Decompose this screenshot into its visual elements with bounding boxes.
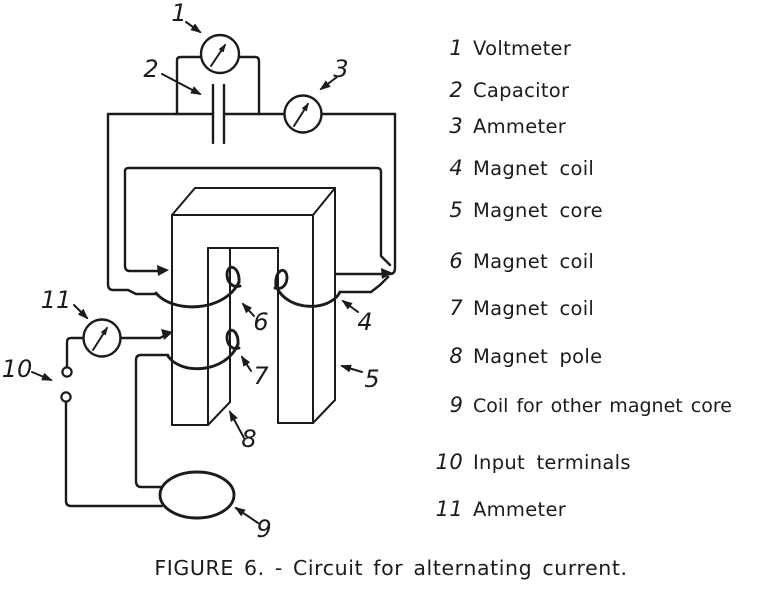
arrow-7 xyxy=(240,355,252,372)
callout-magnet-coil7: 7 xyxy=(253,362,269,390)
coil6-turn xyxy=(154,280,241,309)
core-top-right-diagonal xyxy=(312,187,336,216)
callout-ammeter3: 3 xyxy=(333,55,348,83)
coil9-other-core-coil xyxy=(158,470,236,520)
ammeter3-needle-icon xyxy=(293,102,309,127)
callout-magnet-core5: 5 xyxy=(364,365,379,393)
coil4-hook xyxy=(273,268,289,290)
callout-arrows xyxy=(31,21,363,524)
arrow-9 xyxy=(234,506,259,524)
magnet-coils xyxy=(154,265,342,520)
terminal-upper-icon xyxy=(61,366,73,378)
coil4-turn xyxy=(274,284,342,308)
callout-coil9: 9 xyxy=(256,515,271,543)
right-pole-bottom-diagonal xyxy=(312,399,336,424)
arrow-11 xyxy=(73,304,89,320)
ammeter11-needle-icon xyxy=(92,326,108,351)
core-top-back-edge xyxy=(171,187,336,216)
arrow-6 xyxy=(241,302,255,317)
arrow-2 xyxy=(161,73,202,95)
callout-ammeter11: 11 xyxy=(41,286,72,314)
magnet-core-shape xyxy=(171,187,336,426)
coil7-hook xyxy=(225,328,241,350)
coil7-turn xyxy=(166,342,240,371)
callout-numerals: 1 2 3 4 5 6 7 8 9 10 11 xyxy=(2,0,380,543)
wire-coil7-to-coil9 xyxy=(134,353,170,489)
input-terminals xyxy=(60,366,73,403)
callout-magnet-coil6: 6 xyxy=(253,308,268,336)
meter-needles xyxy=(92,43,309,351)
wire-inner-loop xyxy=(123,166,392,267)
arrow-5 xyxy=(340,364,363,373)
arrow-3 xyxy=(319,76,338,91)
meters xyxy=(82,33,323,358)
arrow-1 xyxy=(185,21,202,34)
arrow-8 xyxy=(229,410,245,439)
ammeter3-icon xyxy=(283,94,323,134)
wire-outer-right xyxy=(334,112,397,276)
callout-magnet-pole8: 8 xyxy=(241,425,256,453)
wire-arrow-right xyxy=(381,268,393,279)
callout-magnet-coil4: 4 xyxy=(357,308,372,336)
wire-end-arrows xyxy=(157,265,393,340)
voltmeter-branch-right xyxy=(237,55,261,116)
wire-arrow-ammeter11 xyxy=(161,329,173,340)
voltmeter-branch-left xyxy=(175,55,203,116)
wire-terminal-to-coil9 xyxy=(64,400,164,508)
wire-outer-left xyxy=(106,112,158,296)
callout-capacitor: 2 xyxy=(143,55,158,83)
arrow-4 xyxy=(341,299,359,313)
wire-right-lower xyxy=(338,275,390,294)
figure-caption: FIGURE 6. - Circuit for alternating curr… xyxy=(154,556,628,580)
left-pole-bottom-diagonal xyxy=(207,401,231,426)
ammeter11-icon xyxy=(82,318,122,358)
arrow-10 xyxy=(31,371,53,381)
wire-inner-left-drop xyxy=(123,169,164,273)
coil6-hook xyxy=(225,265,242,288)
voltmeter-needle-icon xyxy=(210,43,226,67)
terminal-lower-icon xyxy=(60,391,72,403)
callout-input-terminals: 10 xyxy=(2,355,33,383)
callout-voltmeter: 1 xyxy=(171,0,186,27)
wire-ammeter11-left xyxy=(65,336,86,369)
wire-arrow-left-inner xyxy=(157,265,169,276)
wire-ammeter11-right xyxy=(118,331,171,340)
